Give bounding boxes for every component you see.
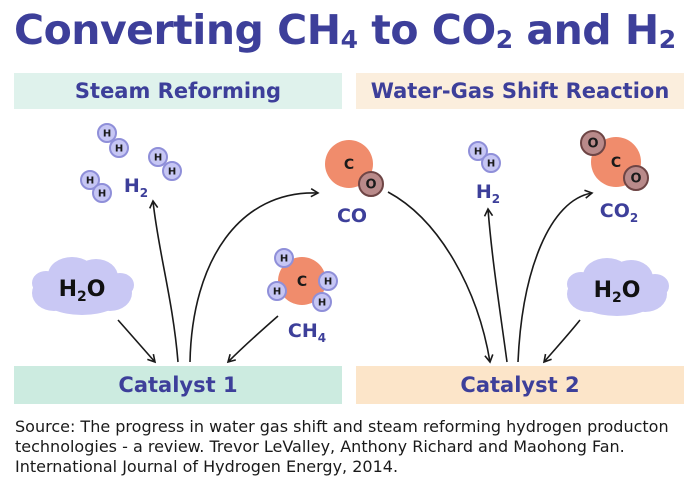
arrow-catalyst-2-to-h2 <box>483 207 508 363</box>
svg-text:C: C <box>297 274 307 290</box>
catalyst-1-band: Catalyst 1 <box>14 366 342 404</box>
hydrogen-molecule-right: HH <box>468 141 501 173</box>
oxygen-atom: O <box>580 130 606 156</box>
svg-text:C: C <box>344 157 354 173</box>
carbon-atom: C <box>278 257 326 305</box>
svg-text:H: H <box>324 277 332 288</box>
carbon-monoxide-molecule: CO <box>325 140 384 197</box>
carbon-dioxide-label: CO2 <box>600 200 638 225</box>
svg-text:H: H <box>103 129 111 140</box>
svg-text:H: H <box>487 159 495 170</box>
hydrogen-atom: H <box>109 138 129 158</box>
arrow-catalyst-2-to-co2 <box>517 189 594 363</box>
svg-text:H: H <box>474 147 482 158</box>
hydrogen-atom: H <box>468 141 488 161</box>
svg-text:O: O <box>365 178 376 193</box>
arrow-catalyst-1-to-h2 <box>149 199 179 363</box>
oxygen-atom: O <box>358 171 384 197</box>
arrow-h2o-to-catalyst-1 <box>117 319 157 364</box>
arrow-catalyst-1-to-co <box>189 188 320 363</box>
hydrogen-atom: H <box>267 281 287 301</box>
water-cloud-right <box>567 258 669 316</box>
hydrogen-atom: H <box>162 161 182 181</box>
catalyst-2-band: Catalyst 2 <box>356 366 684 404</box>
hydrogen-atom: H <box>148 147 168 167</box>
hydrogen-atom: H <box>92 183 112 203</box>
hydrogen-atom: H <box>312 292 332 312</box>
svg-text:H: H <box>168 167 176 178</box>
water-left-label: H2O <box>59 277 106 305</box>
svg-text:O: O <box>587 137 598 152</box>
svg-text:H: H <box>86 176 94 187</box>
hydrogen-atom: H <box>481 153 501 173</box>
hydrogen-atom: H <box>318 271 338 291</box>
svg-text:H: H <box>154 153 162 164</box>
hydrogen-atom: H <box>97 123 117 143</box>
page-title: Converting CH4 to CO2 and H2 <box>14 6 676 54</box>
methane-label: CH4 <box>288 320 326 345</box>
svg-text:H: H <box>98 189 106 200</box>
hydrogen-molecule-left-1: HH <box>97 123 129 158</box>
svg-text:H: H <box>115 144 123 155</box>
arrow-h2o-to-catalyst-2 <box>542 319 581 364</box>
source-citation: Source: The progress in water gas shift … <box>15 417 669 476</box>
svg-text:O: O <box>630 172 641 187</box>
hydrogen-molecule-left-2: HH <box>148 147 182 181</box>
water-cloud-left <box>32 257 134 315</box>
hydrogen-left-label: H2 <box>124 175 148 200</box>
hydrogen-molecule-left-3: HH <box>80 170 112 203</box>
svg-text:H: H <box>280 254 288 265</box>
hydrogen-right-label: H2 <box>476 181 500 206</box>
arrow-co-to-catalyst-2 <box>387 191 494 364</box>
steam-reforming-header: Steam Reforming <box>14 73 342 109</box>
hydrogen-atom: H <box>274 248 294 268</box>
water-gas-shift-header: Water-Gas Shift Reaction <box>356 73 684 109</box>
carbon-dioxide-molecule: CO O <box>580 130 649 191</box>
hydrogen-atom: H <box>80 170 100 190</box>
arrow-ch4-to-catalyst-1 <box>226 315 279 364</box>
oxygen-atom: O <box>623 165 649 191</box>
svg-text:C: C <box>611 155 621 171</box>
svg-text:H: H <box>273 287 281 298</box>
water-right-label: H2O <box>594 278 641 306</box>
carbon-monoxide-label: CO <box>337 205 367 227</box>
svg-text:H: H <box>318 298 326 309</box>
